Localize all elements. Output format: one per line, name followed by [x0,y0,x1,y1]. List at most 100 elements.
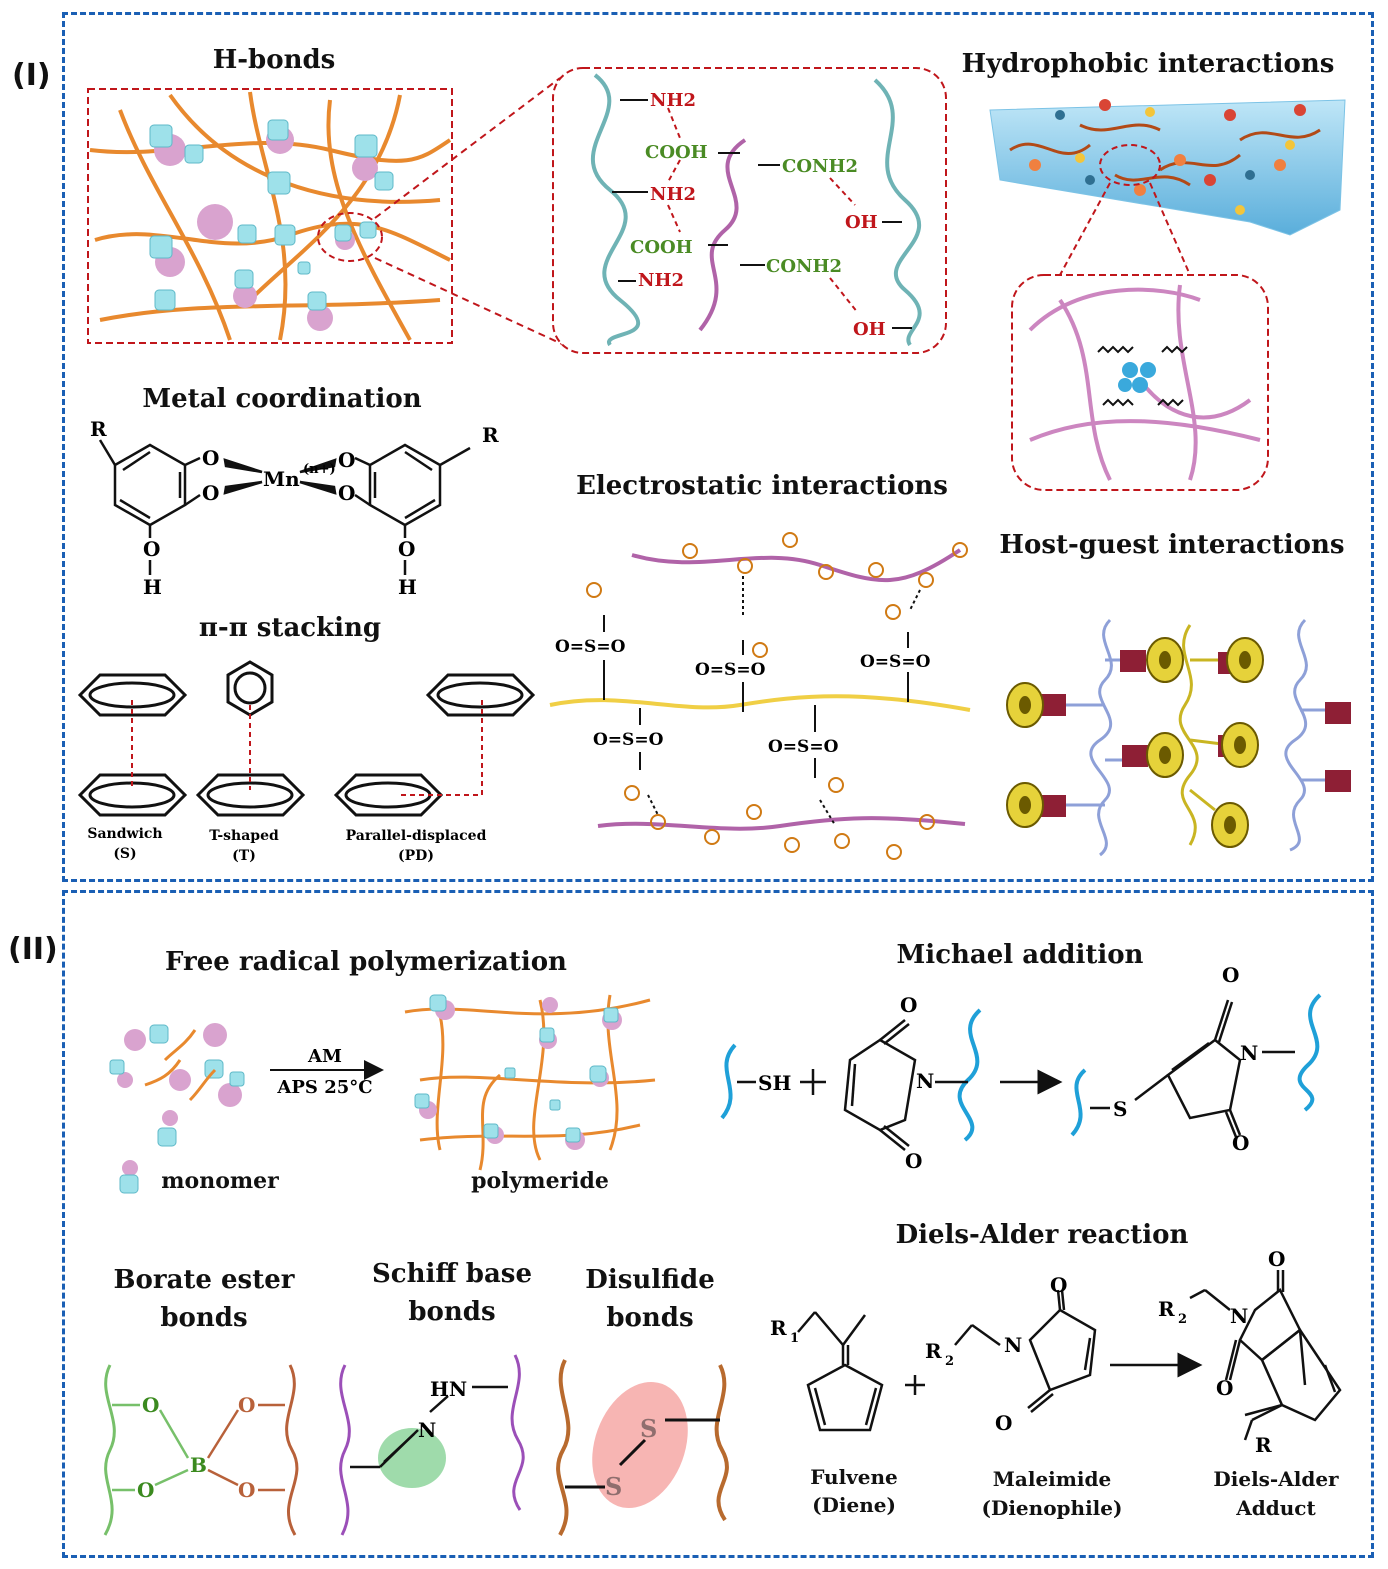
sulfonate-3: O=S=O [860,652,931,672]
hbond-group-nh2-1: NH2 [650,90,696,111]
frp-reagent-top: AM [307,1046,342,1067]
hbond-group-cooh-1: COOH [645,142,708,163]
diels-adduct-sub: Adduct [1235,1496,1316,1520]
metal-h-2: H [398,575,417,599]
diels-o-4: O [1216,1376,1233,1400]
schiff-structure: N HN [339,1354,525,1536]
diels-maleimide-sub: (Dienophile) [982,1496,1123,1520]
frp-title: Free radical polymerization [165,947,567,977]
pipi-sandwich-abbr: (S) [113,846,136,862]
metal-charge: (n+) [303,462,336,477]
michael-o-2: O [905,1149,922,1173]
frp-reagent-bottom: APS 25°C [276,1077,372,1098]
schiff-title-line1: Schiff base [372,1259,532,1289]
diels-o-1: O [1050,1273,1067,1297]
disulfide-title-line1: Disulfide [585,1265,714,1295]
panel-II-label: (II) [8,932,58,967]
schiff-title-line2: bonds [408,1297,495,1327]
schiff-n: N [418,1418,436,1442]
diels-o-2: O [995,1411,1012,1435]
hbonds-zoom-box: NH2 COOH NH2 COOH NH2 CONH2 CONH2 OH OH [552,67,947,354]
metal-title: Metal coordination [142,384,421,414]
diels-n-1: N [1004,1333,1022,1357]
disulfide-s-1: S [640,1414,657,1443]
diels-o-3: O [1268,1247,1285,1271]
sulfonate-2: O=S=O [695,660,766,680]
pipi-parallel-label: Parallel-displaced [346,828,487,844]
disulfide-structure: S S [556,1359,729,1536]
metal-center-mn: Mn [263,467,300,491]
borate-o-3: O [238,1393,255,1417]
hbonds-title: H-bonds [213,45,336,75]
metal-coordination-structure [98,439,471,575]
diels-labels: R 1 R 2 N O O R 2 N O O R Fulvene (Diene… [770,1247,1339,1520]
panel-I-frame [62,12,1374,882]
diels-title: Diels-Alder reaction [896,1220,1189,1250]
frp-monomer-label: monomer [161,1168,279,1194]
hbonds-network [87,77,576,351]
diels-r2-2: R [1158,1297,1175,1321]
diels-adduct-label: Diels-Alder [1213,1467,1339,1491]
metal-o-3: O [338,448,355,472]
metal-coordination-labels: R R O O O O Mn (n+) O H O H [90,417,499,599]
borate-structure: O O B O O [103,1364,299,1536]
panel-I-label: (I) [12,58,51,93]
pipi-title: π-π stacking [199,613,381,643]
borate-o-1: O [142,1393,159,1417]
diels-r1-subscript: 1 [790,1331,799,1346]
borate-o-4: O [238,1478,255,1502]
hbond-group-cooh-2: COOH [630,237,693,258]
pipi-rings [77,660,536,817]
diels-r: R [1255,1433,1272,1457]
diels-r2-2-subscript: 2 [1178,1312,1187,1327]
electrostatic-title: Electrostatic interactions [576,471,948,501]
diels-n-2: N [1230,1304,1248,1328]
pipi-labels: Sandwich (S) T-shaped (T) Parallel-displ… [87,826,486,864]
sulfonate-4: O=S=O [593,730,664,750]
hostguest-network [1006,618,1351,857]
borate-title-line2: bonds [160,1303,247,1333]
michael-n-1: N [916,1069,934,1093]
diels-fulvene-label: Fulvene [810,1465,898,1489]
metal-o-4: O [338,481,355,505]
metal-r-left: R [90,417,107,441]
michael-o-3: O [1222,963,1239,987]
pipi-sandwich-label: Sandwich [87,826,162,842]
sulfonate-1: O=S=O [555,637,626,657]
hbond-group-nh2-3: NH2 [638,270,684,291]
pipi-tshaped-label: T-shaped [209,828,279,844]
michael-sh: SH [758,1071,791,1095]
schiff-hn: HN [430,1377,467,1401]
michael-o-4: O [1232,1131,1249,1155]
frp-product-label: polymeride [471,1168,609,1194]
metal-o-6: O [398,537,415,561]
diels-r2-1-subscript: 2 [945,1354,954,1369]
diels-r2-1: R [925,1339,942,1363]
hbond-group-oh-2: OH [853,319,886,340]
disulfide-title-line2: bonds [606,1303,693,1333]
michael-s: S [1113,1097,1127,1121]
disulfide-s-2: S [605,1472,622,1501]
diels-r1: R [770,1316,787,1340]
pipi-parallel-abbr: (PD) [398,848,434,864]
michael-n-2: N [1240,1041,1258,1065]
frp-monomers [109,1023,384,1194]
metal-h-1: H [143,575,162,599]
hbond-group-conh2-2: CONH2 [766,256,842,277]
hydrophobic-title: Hydrophobic interactions [962,49,1335,79]
michael-o-1: O [900,993,917,1017]
pipi-tshaped-abbr: (T) [232,848,256,864]
frp-polymer [404,994,656,1171]
borate-title-line1: Borate ester [114,1265,295,1295]
metal-o-1: O [202,446,219,470]
electrostatic-sulfonates: O=S=O O=S=O O=S=O O=S=O O=S=O [555,637,931,757]
panel-II-frame [62,890,1374,1558]
metal-o-5: O [143,537,160,561]
metal-o-2: O [202,481,219,505]
michael-title: Michael addition [897,940,1144,970]
sulfonate-5: O=S=O [768,737,839,757]
electrostatic-chains [549,532,971,860]
hostguest-title: Host-guest interactions [999,530,1344,560]
borate-b: B [190,1453,207,1477]
